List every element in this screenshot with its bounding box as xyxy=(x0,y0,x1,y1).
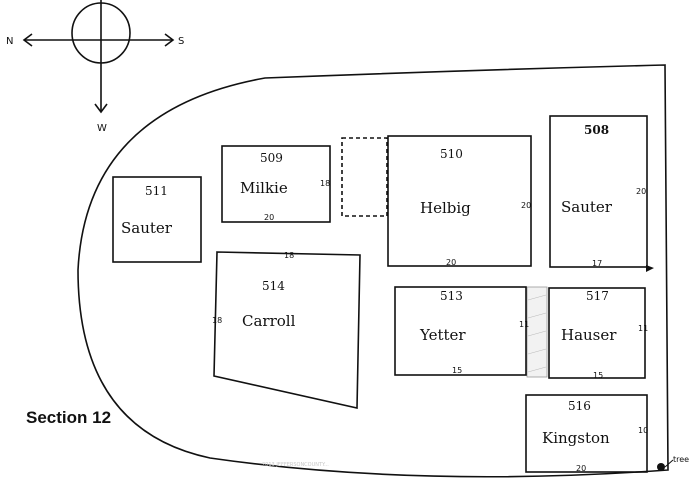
corner-marker-icon xyxy=(646,265,654,272)
lot-508[interactable]: 508 Sauter 20 17 xyxy=(549,115,648,268)
lot-510-number: 510 xyxy=(440,147,463,161)
lot-513-outline xyxy=(394,286,527,376)
empty-lot-outline xyxy=(341,137,388,217)
lot-516-outline xyxy=(525,394,648,473)
path-strip xyxy=(526,286,548,378)
lot-517-outline xyxy=(548,287,646,379)
lot-516-dim-side: 10 xyxy=(638,426,648,435)
tree-label: tree xyxy=(673,455,689,464)
lot-509-outline xyxy=(221,145,331,223)
compass-south-label: S xyxy=(178,36,184,47)
lot-508-outline xyxy=(549,115,648,268)
path-strip-hatching xyxy=(527,294,547,373)
lot-511-number: 511 xyxy=(145,184,168,198)
lot-511-owner: Sauter xyxy=(121,219,173,237)
lot-508-number: 508 xyxy=(584,123,609,137)
lot-514[interactable]: 514 Carroll 18 18 xyxy=(212,251,361,409)
lot-516[interactable]: 516 Kingston 10 20 xyxy=(525,394,648,473)
lot-513-number: 513 xyxy=(440,289,463,303)
lot-513-dim-side: 11 xyxy=(519,320,529,329)
compass-icon: N S W xyxy=(6,0,184,134)
compass-north-label: N xyxy=(6,36,13,47)
lot-517-owner: Hauser xyxy=(561,326,617,344)
lot-513-owner: Yetter xyxy=(419,326,466,344)
lot-509-dim-bottom: 20 xyxy=(264,213,274,222)
lot-516-owner: Kingston xyxy=(542,429,610,447)
lot-513-dim-bottom: 15 xyxy=(452,366,462,375)
lot-509[interactable]: 509 Milkie 18 20 xyxy=(221,145,331,223)
section-label: Section 12 xyxy=(26,408,112,427)
lot-516-number: 516 xyxy=(568,399,591,413)
lot-510-owner: Helbig xyxy=(420,199,471,217)
lot-508-owner: Sauter xyxy=(561,198,613,216)
lot-510[interactable]: 510 Helbig 20 20 xyxy=(387,135,532,267)
lot-511[interactable]: 511 Sauter xyxy=(112,176,202,263)
lot-514-owner: Carroll xyxy=(242,312,296,330)
lot-517[interactable]: 517 Hauser 11 15 xyxy=(548,287,648,380)
lot-517-dim-side: 11 xyxy=(638,324,648,333)
lot-510-dim-side: 20 xyxy=(521,201,531,210)
lot-509-number: 509 xyxy=(260,151,283,165)
section-boundary xyxy=(77,64,669,478)
lot-508-dim-bottom: 17 xyxy=(592,259,602,268)
lot-514-dim-top: 18 xyxy=(284,251,294,260)
lot-514-outline xyxy=(213,251,361,409)
lot-513[interactable]: 513 Yetter 11 15 xyxy=(394,286,529,376)
lot-517-number: 517 xyxy=(586,289,609,303)
tree-icon xyxy=(657,463,665,471)
tree-marker: tree xyxy=(657,455,689,471)
lot-508-dim-side: 20 xyxy=(636,187,646,196)
lot-517-dim-bottom: 15 xyxy=(593,371,603,380)
lot-511-outline xyxy=(112,176,202,263)
lot-516-dim-bottom: 20 xyxy=(576,464,586,473)
lot-509-dim-side: 18 xyxy=(320,179,330,188)
lot-514-number: 514 xyxy=(262,279,285,293)
lot-509-owner: Milkie xyxy=(240,179,288,197)
lot-510-dim-bottom: 20 xyxy=(446,258,456,267)
lot-510-outline xyxy=(387,135,532,267)
lot-514-dim-side: 18 xyxy=(212,316,222,325)
compass-west-label: W xyxy=(97,123,107,134)
watermark-text: 2013 JEFFERSONCOUNTY... xyxy=(262,462,329,468)
